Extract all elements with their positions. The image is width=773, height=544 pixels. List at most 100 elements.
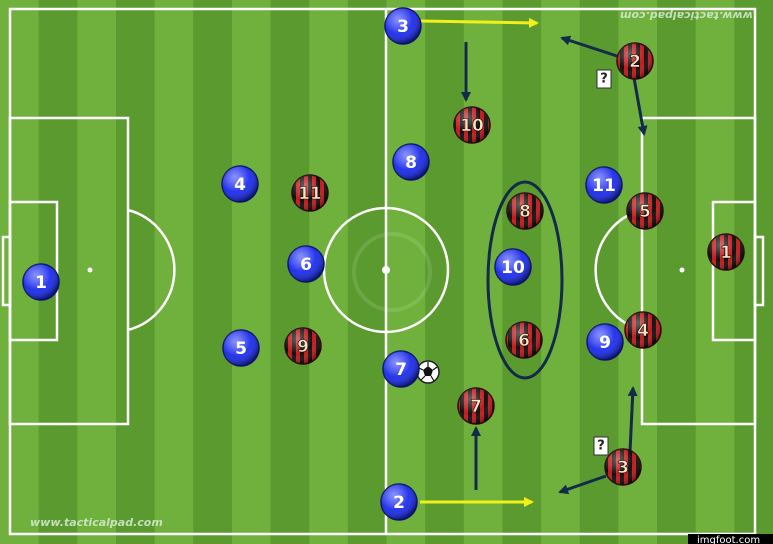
grass-stripe [734, 0, 773, 544]
left-penalty-spot [87, 267, 93, 273]
player-token-shine [708, 234, 744, 270]
player-token-shine [385, 8, 421, 44]
svg-text:?: ? [600, 72, 608, 87]
grass-stripe [386, 0, 426, 544]
player-number: 6 [300, 255, 312, 275]
player-token-shine [605, 449, 641, 485]
blue-8-player[interactable]: 8 [392, 143, 430, 181]
question-mark-bottom: ? [593, 436, 609, 456]
player-number: 9 [599, 333, 611, 353]
credit-bar [688, 534, 773, 544]
player-token-shine [458, 388, 494, 424]
grass-stripe [695, 0, 735, 544]
player-token-shine [223, 330, 259, 366]
red-4-player[interactable]: 4 [624, 311, 662, 349]
player-number: 3 [397, 17, 409, 37]
red-8-player[interactable]: 8 [506, 192, 544, 230]
player-token-shine [587, 324, 623, 360]
right-penalty-arc [594, 208, 643, 332]
player-number: 10 [460, 116, 484, 136]
player-number: 11 [592, 176, 616, 196]
red-10-player[interactable]: 10 [453, 106, 491, 144]
question-mark-top: ? [596, 69, 612, 89]
player-token-shine [506, 322, 542, 358]
blue-5-player[interactable]: 5 [222, 329, 260, 367]
blue-2-player[interactable]: 2 [380, 483, 418, 521]
blue-9-player[interactable]: 9 [586, 323, 624, 361]
watermark-top: www.tacticalpad.com [620, 9, 753, 22]
red-7-player[interactable]: 7 [457, 387, 495, 425]
player-number: 2 [629, 52, 641, 72]
grass-stripe [231, 0, 272, 544]
player-token-shine [507, 193, 543, 229]
player-number: 3 [617, 458, 629, 478]
red-9-player[interactable]: 9 [284, 327, 322, 365]
movement-arrows [461, 35, 648, 495]
player-token-shine [383, 351, 419, 387]
arrow-red2-down [632, 77, 648, 136]
red-5-player[interactable]: 5 [626, 192, 664, 230]
player-number: 8 [405, 153, 417, 173]
player-token-shine [586, 167, 622, 203]
blue-7-player[interactable]: 7 [382, 350, 420, 388]
arrow-red2-left [560, 35, 618, 58]
player-number: 9 [297, 337, 309, 357]
player-token-shine [23, 264, 59, 300]
grass-stripe [193, 0, 233, 544]
yellow-run-arrow-top [419, 17, 539, 28]
player-number: 2 [393, 493, 405, 513]
player-number: 6 [518, 331, 530, 351]
blue-3-player[interactable]: 3 [384, 7, 422, 45]
player-token-shine [381, 484, 417, 520]
player-number: 5 [235, 339, 247, 359]
soccer-ball-icon [416, 360, 440, 384]
blue-11-player[interactable]: 11 [585, 166, 623, 204]
red-11-player[interactable]: 11 [291, 174, 329, 212]
player-token-shine [454, 107, 490, 143]
blue-1-player[interactable]: 1 [22, 263, 60, 301]
player-token-shine [625, 312, 661, 348]
red-6-player[interactable]: 6 [505, 321, 543, 359]
player-token-shine [393, 144, 429, 180]
arrow-red3-up [627, 386, 638, 453]
player-token-shine [292, 175, 328, 211]
left-penalty-arc [127, 208, 176, 332]
player-number: 4 [637, 321, 649, 341]
player-number: 5 [639, 202, 651, 222]
red-3-player[interactable]: 3 [604, 448, 642, 486]
svg-text:?: ? [597, 439, 605, 454]
right-penalty-spot [679, 267, 685, 273]
red-1-player[interactable]: 1 [707, 233, 745, 271]
blue-4-player[interactable]: 4 [221, 165, 259, 203]
player-number: 1 [720, 243, 732, 263]
player-token-shine [617, 43, 653, 79]
player-token-shine [222, 166, 258, 202]
player-number: 7 [395, 360, 407, 380]
center-spot [382, 266, 390, 274]
blue-6-player[interactable]: 6 [287, 245, 325, 283]
player-number: 10 [501, 258, 525, 278]
player-number: 7 [470, 397, 482, 417]
grass-stripe [657, 0, 697, 544]
credit-text: imgfoot.com [697, 535, 760, 544]
player-number: 1 [35, 273, 47, 293]
player-token-shine [285, 328, 321, 364]
red-2-player[interactable]: 2 [616, 42, 654, 80]
center-circle [322, 206, 450, 334]
grass-stripe [77, 0, 117, 544]
center-logo-watermark [352, 232, 432, 312]
player-number: 4 [234, 175, 246, 195]
arrow-red3-left [558, 474, 607, 495]
watermark-bottom: www.tacticalpad.com [30, 516, 163, 529]
midfield-ellipse-highlight [486, 180, 564, 380]
player-number: 11 [298, 184, 322, 204]
player-token-shine [288, 246, 324, 282]
players-layer: 1 4 6 5 3 8 7 2 10 11 9 11 9 10 8 6 7 2 5 4 3 1 [22, 7, 745, 521]
right-goal [753, 235, 765, 307]
blue-10-player[interactable]: 10 [494, 248, 532, 286]
player-token-shine [495, 249, 531, 285]
grass-stripe [347, 0, 387, 544]
grass-stripe [425, 0, 465, 544]
